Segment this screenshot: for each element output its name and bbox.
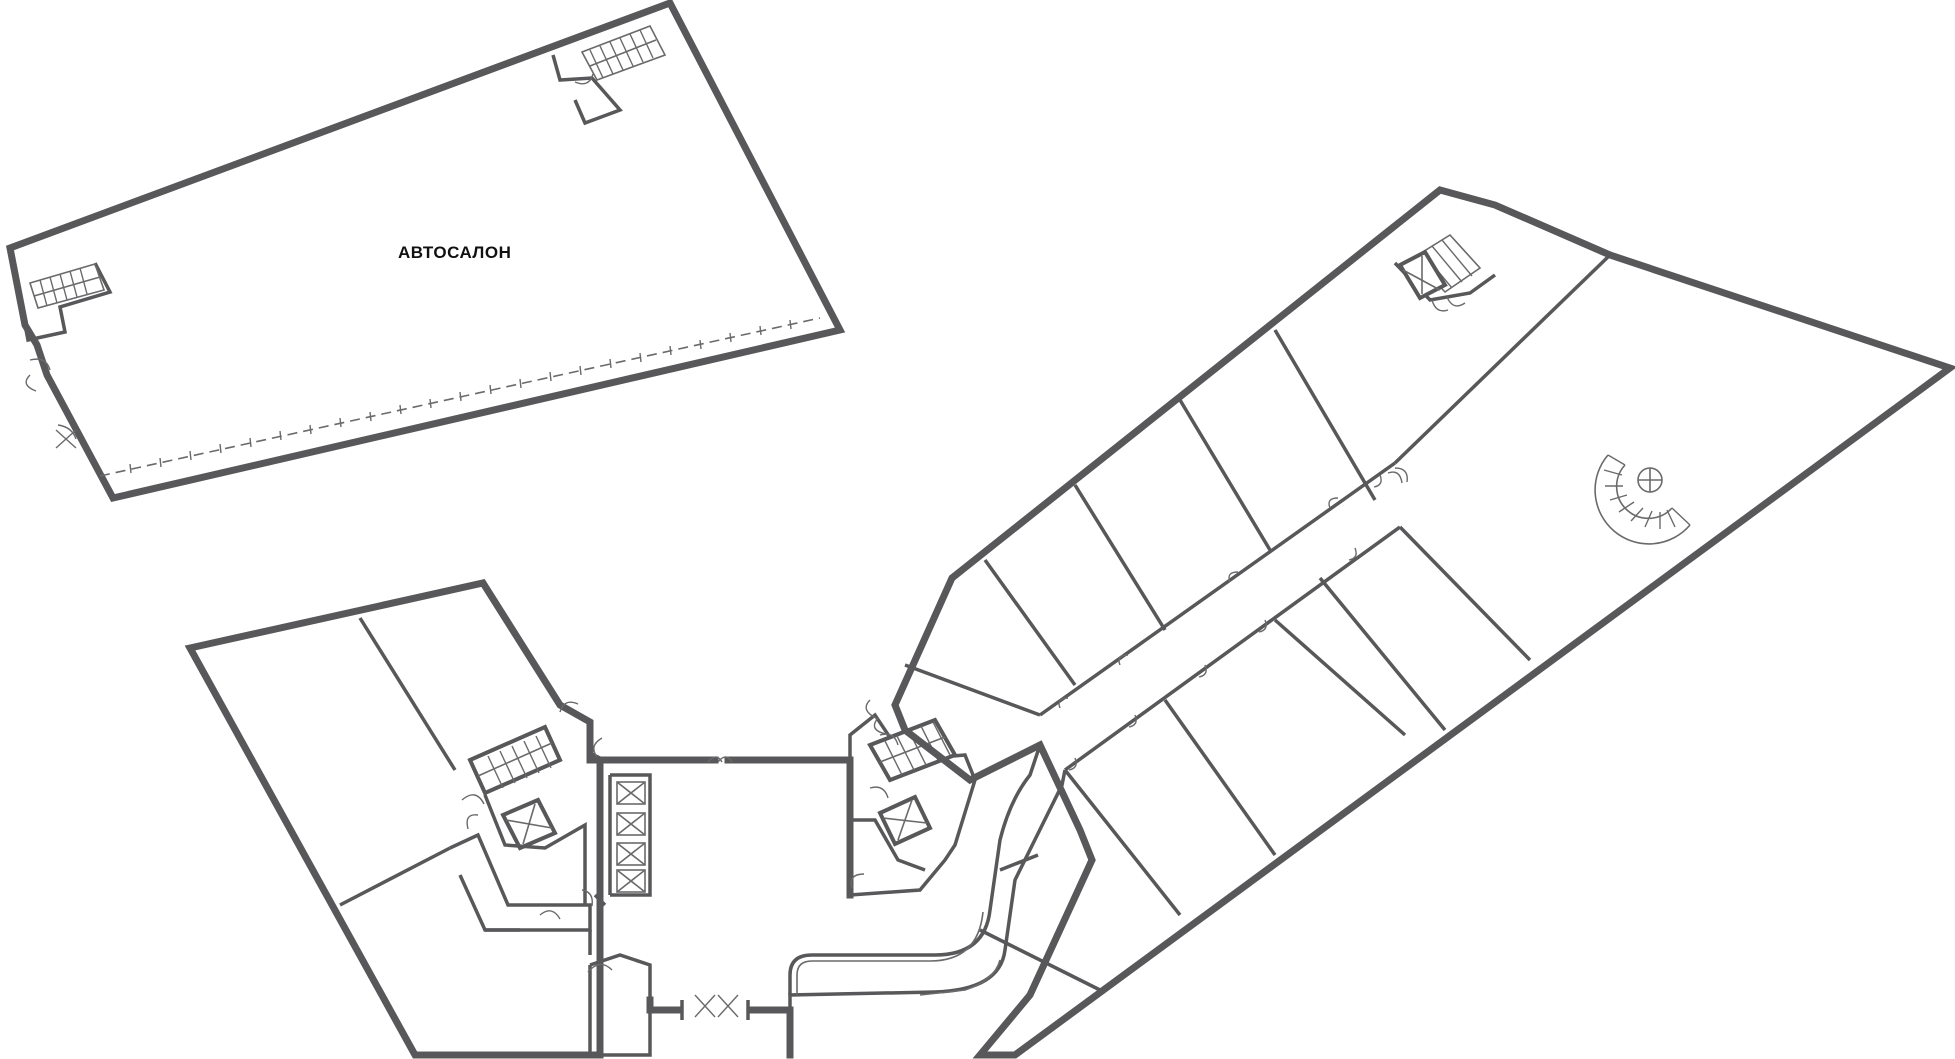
right-wing-room-divider-4 [1273,329,1377,501]
right-wing-room-divider-9 [1318,576,1447,732]
left-wing-partition-2 [339,846,451,907]
right-wing-room-divider-2 [1073,484,1167,631]
right-wing-outer-wall [891,186,1955,1059]
showroom-stair-left [8,247,113,392]
core-lift-2 [616,812,646,836]
core-wall-top-right [724,756,854,899]
right-wing-room-divider-1 [983,558,1077,687]
showroom-block [5,0,846,503]
right-core-walls [848,712,977,897]
right-wing-corridor-lower [1063,525,1402,772]
core-lift-3 [616,842,646,866]
curved-corridor-inner [788,744,1042,995]
showroom-label: АВТОСАЛОН [398,243,512,262]
showroom-stair-top [551,24,667,126]
curved-corridor-rail [796,911,984,995]
main-entrance-door [694,994,739,1018]
left-wing-partition-1 [358,617,457,771]
right-core [848,699,977,897]
right-wing-corridor-doors [1058,467,1408,771]
left-wing [184,579,652,1059]
curved-corridor [788,744,1067,1055]
right-core-lift [877,794,933,847]
right-wing-room-divider-5 [904,663,1041,717]
curved-corridor-outer [788,769,1067,1055]
left-wing-stair [467,724,563,796]
right-wing-stair-tower [1393,233,1497,312]
right-wing-room-divider-6 [1063,768,1182,917]
right-wing-room-divider-10 [979,928,1101,992]
right-wing-room-divider-8 [1273,618,1407,737]
right-wing-hall-wall-1 [1393,253,1612,465]
spiral-stair [1594,454,1691,545]
core-lift-1 [616,781,646,805]
right-wing [891,186,1955,1059]
right-wing-corridor-upper [1038,461,1397,717]
core-wall-bottom-right [746,1006,794,1059]
right-core-stair [867,717,958,783]
left-wing-lift [500,797,558,851]
showroom-entry-door [55,424,77,449]
showroom-bay-ticks [129,319,792,474]
right-wing-room-divider-7 [1163,698,1277,857]
core-lift-4 [616,869,646,893]
right-wing-hall-wall-2 [1398,525,1532,662]
left-wing-outer-wall [184,579,604,1059]
right-wing-room-divider-3 [1178,399,1272,551]
central-core [586,756,854,1059]
core-wall-bottom-left [646,996,684,1014]
